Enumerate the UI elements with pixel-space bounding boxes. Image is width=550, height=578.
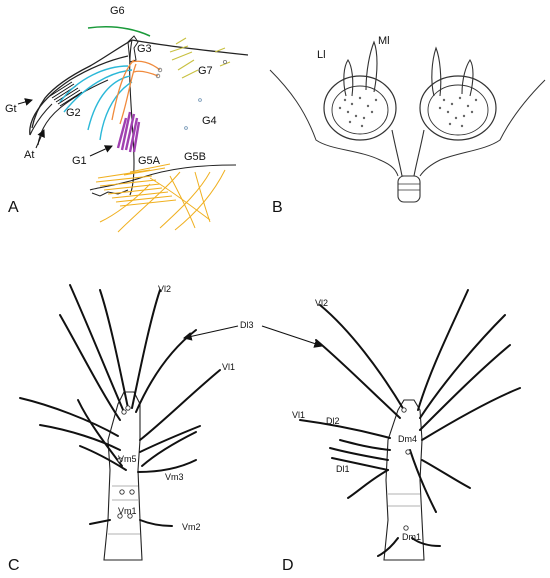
label-g2: G2	[66, 107, 81, 119]
right-socket	[419, 75, 497, 141]
setae-d	[299, 289, 521, 557]
label-c-vl1: Vl1	[222, 362, 235, 372]
antenna-body-d	[383, 399, 425, 561]
label-at: At	[24, 149, 34, 161]
label-c-vm1: Vm1	[118, 506, 137, 516]
label-g3: G3	[137, 43, 152, 55]
panel-letter-d: D	[282, 557, 294, 574]
label-c-vm2: Vm2	[182, 522, 201, 532]
label-d-dl2: Dl2	[326, 416, 340, 426]
g5b-setae	[99, 169, 226, 233]
g1-setae	[116, 111, 141, 153]
label-g4: G4	[202, 115, 217, 127]
label-d-dl1: Dl1	[336, 464, 350, 474]
panel-d: Vl2 Vl1 Dl2 Dm4 Dl1 Dm1 D	[282, 289, 521, 574]
label-g1: G1	[72, 155, 87, 167]
label-ml: Ml	[378, 35, 390, 47]
label-c-vm5: Vm5	[118, 454, 137, 464]
label-d-vl1: Vl1	[292, 410, 305, 420]
label-d-dm4: Dm4	[398, 434, 417, 444]
g2-setae	[59, 65, 133, 141]
left-palp-ml	[365, 40, 378, 93]
g3-setae	[111, 59, 161, 125]
panel-b: Ll Ml B	[269, 35, 546, 216]
panel-letter-c: C	[8, 557, 20, 574]
label-g5b: G5B	[184, 151, 206, 163]
label-g6: G6	[110, 5, 125, 17]
dl3-callout: Dl3	[182, 320, 324, 348]
labium	[391, 129, 425, 177]
label-g5a: G5A	[138, 155, 161, 167]
label-d-dm1: Dm1	[402, 532, 421, 542]
left-palp-ll	[343, 59, 354, 97]
g6-seta	[87, 25, 151, 37]
antenna-body-c	[103, 391, 143, 561]
panel-a: G6 G3 G7 Gt G2 G4 At G1 G5A G5B A	[5, 5, 249, 233]
panel-letter-a: A	[8, 199, 19, 216]
label-c-vl2: Vl2	[158, 284, 171, 294]
setae-c	[19, 284, 221, 527]
g7-setae	[169, 37, 231, 79]
mandible	[29, 55, 129, 136]
panel-c: Vl2 Vl1 Vm5 Vm3 Vm1 Vm2 C	[8, 284, 235, 574]
left-socket	[323, 75, 397, 141]
label-c-vm3: Vm3	[165, 472, 184, 482]
panel-letter-b: B	[272, 199, 283, 216]
label-dl3: Dl3	[240, 320, 254, 330]
label-gt: Gt	[5, 103, 17, 115]
label-g7: G7	[198, 65, 213, 77]
g5a-setae	[95, 163, 177, 207]
label-d-vl2: Vl2	[315, 298, 328, 308]
label-ll: Ll	[317, 49, 326, 61]
